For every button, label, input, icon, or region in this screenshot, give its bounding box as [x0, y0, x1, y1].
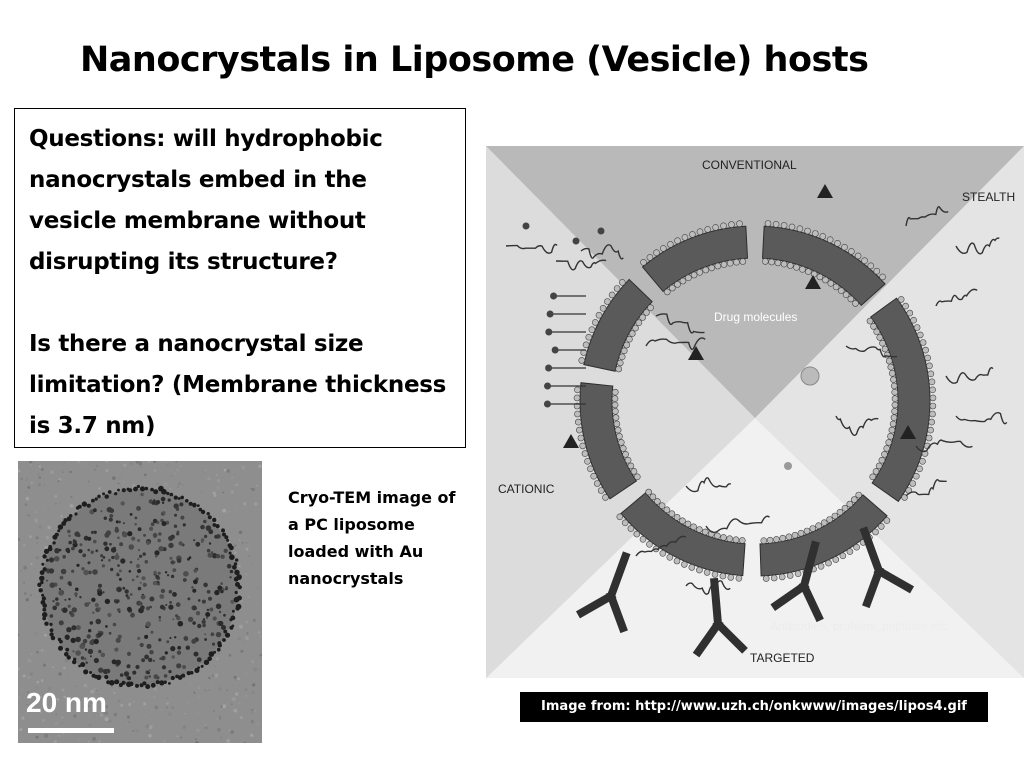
nanocrystal-spots — [37, 484, 242, 690]
scale-bar — [28, 728, 114, 733]
label-conventional: CONVENTIONAL — [702, 158, 797, 172]
question-size-limitation: Is there a nanocrystal size limitation? … — [29, 331, 447, 439]
cationic-lipids — [505, 222, 624, 408]
label-drug-molecules: Drug molecules — [714, 310, 798, 324]
label-antibodies: Antibodies, proteins, peptides etc. — [770, 619, 951, 633]
label-cationic: CATIONIC — [498, 482, 555, 496]
tem-micrograph — [18, 461, 262, 743]
nanoparticle-sphere — [800, 366, 820, 386]
antibody-ligands — [575, 526, 915, 658]
drug-molecule-markers — [563, 184, 916, 448]
cryo-tem-image: 20 nm — [18, 461, 262, 743]
bilayer-segments — [573, 220, 937, 582]
liposome-illustration — [486, 146, 1024, 678]
label-stealth: STEALTH — [962, 190, 1016, 204]
scale-bar-label: 20 nm — [26, 687, 107, 718]
liposome-types-diagram: CONVENTIONAL STEALTH CATIONIC TARGETED D… — [486, 146, 1024, 678]
peg-polymer-chains — [635, 206, 1008, 595]
small-particle — [784, 462, 792, 470]
slide-title: Nanocrystals in Liposome (Vesicle) hosts — [80, 40, 869, 80]
questions-box: Questions: will hydrophobic nanocrystals… — [14, 108, 466, 448]
image-credit: Image from: http://www.uzh.ch/onkwww/ima… — [520, 692, 988, 722]
tem-caption: Cryo-TEM image of a PC liposome loaded w… — [288, 488, 456, 588]
label-targeted: TARGETED — [750, 651, 815, 665]
question-membrane-embedding: Questions: will hydrophobic nanocrystals… — [29, 126, 383, 275]
